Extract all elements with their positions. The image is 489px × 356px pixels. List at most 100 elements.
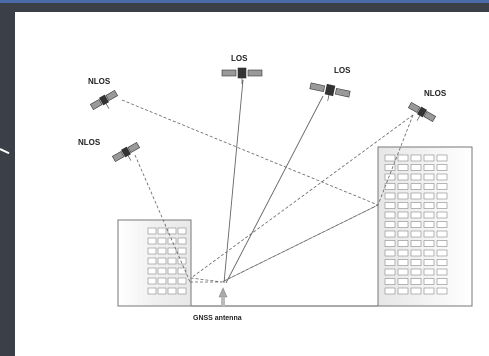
building-window (397, 221, 409, 228)
building-window (384, 192, 396, 200)
right-building (377, 146, 473, 307)
label-nlos-top-left: NLOS (88, 77, 111, 86)
building-window (384, 173, 396, 181)
building-window (384, 278, 396, 285)
building-window (157, 237, 167, 245)
building-window (177, 267, 187, 275)
building-window (410, 278, 422, 285)
building-window (397, 202, 409, 209)
building-window (157, 277, 167, 285)
building-window (384, 154, 396, 162)
building-window (436, 287, 448, 295)
building-window (436, 249, 448, 257)
building-window (167, 247, 177, 255)
building-window (423, 287, 435, 295)
building-window (423, 192, 435, 200)
building-window (177, 237, 187, 245)
building-window (167, 237, 177, 245)
ray-los-right (225, 95, 324, 284)
ray-nlos-right-b (189, 114, 414, 283)
label-los-right: LOS (334, 66, 351, 75)
building-window (436, 164, 448, 171)
building-window (397, 173, 409, 181)
building-window (384, 240, 396, 247)
building-window (157, 257, 167, 265)
satellite-icon (309, 82, 351, 101)
building-window (397, 192, 409, 200)
building-window (410, 211, 422, 219)
building-window (423, 240, 435, 247)
building-window (436, 173, 448, 181)
building-window (436, 240, 448, 247)
building-window (397, 249, 409, 257)
building-window (436, 230, 448, 238)
building-window (167, 277, 177, 285)
building-window (177, 247, 187, 255)
building-window (384, 164, 396, 171)
building-window (177, 257, 187, 265)
building-window (147, 267, 157, 275)
building-window (423, 173, 435, 181)
building-window (410, 202, 422, 209)
building-window (147, 277, 157, 285)
building-window (147, 247, 157, 255)
building-window (157, 267, 167, 275)
building-window (384, 249, 396, 257)
building-window (397, 183, 409, 190)
building-window (157, 247, 167, 255)
building-window (423, 183, 435, 190)
label-los-center: LOS (231, 54, 248, 63)
building-window (157, 227, 167, 235)
building-window (410, 164, 422, 171)
building-window (436, 211, 448, 219)
building-window (384, 183, 396, 190)
building-window (397, 230, 409, 238)
building-window (147, 257, 157, 265)
satellite-icon (221, 67, 263, 84)
building-window (410, 183, 422, 190)
building-window (423, 164, 435, 171)
building-window (147, 237, 157, 245)
building-window (423, 211, 435, 219)
building-window (423, 221, 435, 228)
building-window (410, 259, 422, 266)
label-nlos-left: NLOS (78, 138, 101, 147)
building-window (410, 240, 422, 247)
building-window (410, 221, 422, 228)
building-window (384, 202, 396, 209)
gnss-antenna-icon (218, 287, 228, 306)
building-window (167, 257, 177, 265)
building-window (167, 267, 177, 275)
building-window (410, 287, 422, 295)
building-window (423, 202, 435, 209)
building-window (410, 268, 422, 276)
building-window (410, 249, 422, 257)
building-window (397, 278, 409, 285)
building-window (147, 287, 157, 295)
building-window (397, 287, 409, 295)
ray-reflect-right (221, 204, 379, 283)
building-window (397, 164, 409, 171)
building-window (423, 230, 435, 238)
building-window (384, 259, 396, 266)
building-window (436, 202, 448, 209)
building-window (397, 259, 409, 266)
building-window (384, 211, 396, 219)
building-window (147, 227, 157, 235)
building-window (397, 268, 409, 276)
building-window (436, 192, 448, 200)
ray-nlos-right-a (377, 114, 414, 206)
building-window (177, 287, 187, 295)
building-window (436, 278, 448, 285)
building-window (410, 154, 422, 162)
building-window (436, 221, 448, 228)
nlos-rays (121, 99, 414, 283)
building-window (177, 277, 187, 285)
building-window (436, 259, 448, 266)
building-window (384, 230, 396, 238)
satellite-icon (89, 89, 119, 111)
ray-nlos-left-a (134, 154, 191, 283)
building-window (384, 268, 396, 276)
building-window (436, 154, 448, 162)
ray-los-center (223, 79, 244, 284)
